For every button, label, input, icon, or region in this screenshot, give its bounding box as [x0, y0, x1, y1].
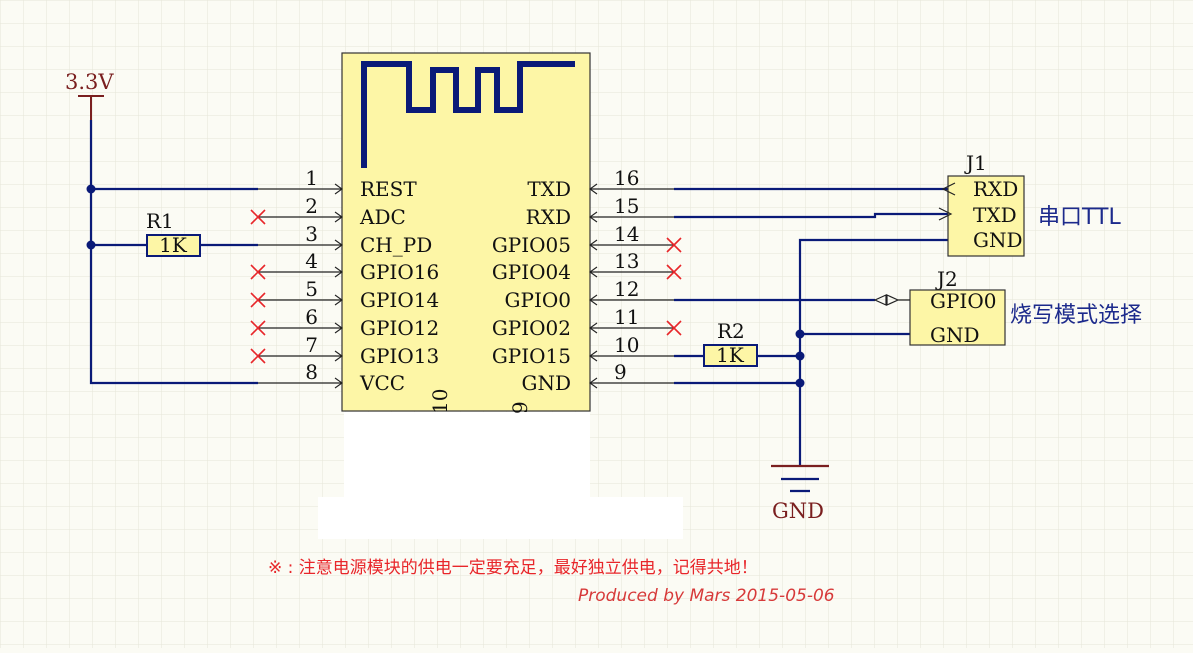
pin-arrow-gpio05: [589, 239, 598, 251]
no-connect-mark: [250, 264, 266, 280]
r1-ref: R1: [146, 209, 174, 233]
no-connect-mark: [666, 264, 682, 280]
pin-number-15: 15: [614, 194, 639, 218]
pin-number-3: 3: [305, 222, 318, 246]
j1-caption: 串口TTL: [1038, 205, 1121, 230]
pin-arrow-gpio04: [589, 266, 598, 278]
junction-gnd: [795, 378, 805, 388]
pin-arrow-gpio14: [334, 294, 343, 306]
pin-label-gpio02: GPIO02: [492, 316, 571, 340]
pin-label-gpio15: GPIO15: [492, 344, 571, 368]
pin-label-rxd: RXD: [526, 205, 571, 229]
credit-line: Produced by Mars 2015-05-06: [578, 586, 835, 606]
junction-rest: [86, 184, 96, 194]
no-connect-mark: [250, 292, 266, 308]
pin-arrow-adc: [334, 211, 343, 223]
pin-label-vcc: VCC: [359, 371, 405, 395]
j1-pin-gnd: GND: [973, 228, 1023, 252]
pin-label-adc: ADC: [359, 205, 406, 229]
pin-number-9: 9: [614, 360, 627, 384]
r2-value: 1K: [716, 343, 745, 367]
pin-number-10: 10: [614, 333, 639, 357]
pin-arrow-gpio15: [589, 350, 598, 362]
left-pin-group: 1 REST 2 ADC 3 CH_PD 4 GPIO16 5 GPIO14 6 GPIO12 7 GPI…: [250, 166, 439, 395]
pin-arrow-gpio13: [334, 350, 343, 362]
pin-number-11: 11: [614, 305, 639, 329]
pin-number-8: 8: [305, 360, 318, 384]
gnd-label: GND: [772, 499, 824, 523]
j1-body: [947, 175, 1025, 257]
pin-number-16: 16: [614, 166, 639, 190]
pin-label-ch-pd: CH_PD: [360, 233, 432, 257]
r1-body: [146, 234, 201, 257]
pin-label-rest: REST: [360, 177, 417, 201]
junction-r1: [86, 240, 96, 250]
pin-arrow-gnd: [589, 377, 598, 389]
pin-arrow-gpio0: [589, 294, 598, 306]
j2-pin-gpio0: GPIO0: [930, 289, 996, 313]
pin-number-2: 2: [305, 194, 318, 218]
j1-arrow-txd: [938, 207, 953, 221]
j1-arrow-rxd: [941, 182, 956, 196]
pin-label-gnd: GND: [521, 371, 571, 395]
no-connect-mark: [250, 320, 266, 336]
pin-arrow-gpio02: [589, 322, 598, 334]
pin-label-gpio04: GPIO04: [492, 260, 571, 284]
pin-number-14: 14: [614, 222, 639, 246]
pin-label-gpio0: GPIO0: [505, 288, 571, 312]
pin-arrow-rest: [334, 183, 343, 195]
j2-body: [909, 289, 1006, 346]
j1-ref: J1: [964, 151, 987, 175]
no-connect-mark: [250, 209, 266, 225]
pin-label-txd: TXD: [527, 177, 571, 201]
pin-arrow-rxd: [589, 211, 598, 223]
pin-arrow-gpio16: [334, 266, 343, 278]
junction-r2: [795, 351, 805, 361]
pin-arrow-vcc: [334, 377, 343, 389]
r2-ref: R2: [717, 319, 745, 343]
pin-label-gpio05: GPIO05: [492, 233, 571, 257]
pin-number-6: 6: [305, 305, 318, 329]
no-connect-mark: [666, 320, 682, 336]
wire-3v3-rail: [89, 120, 258, 385]
no-connect-mark: [666, 237, 682, 253]
pin-arrow-gpio12: [334, 322, 343, 334]
pin-label-gpio13: GPIO13: [360, 344, 439, 368]
pin-number-7: 7: [305, 333, 318, 357]
power-label-3v3: 3.3V: [65, 70, 114, 94]
pin-label-gpio12: GPIO12: [360, 316, 439, 340]
pin-number-12: 12: [614, 277, 639, 301]
wire-rxd: [674, 212, 948, 219]
j2-pin-gnd: GND: [930, 323, 980, 347]
module-lower-area: [344, 412, 590, 498]
j1-pin-txd: TXD: [973, 203, 1017, 227]
no-connect-mark: [250, 348, 266, 364]
j1-pin-rxd: RXD: [973, 177, 1018, 201]
r2-body: [703, 344, 758, 367]
pin-arrow-ch-pd: [334, 239, 343, 251]
r1-value: 1K: [159, 233, 188, 257]
pin-label-gpio14: GPIO14: [360, 288, 439, 312]
j2-caption: 烧写模式选择: [1010, 303, 1142, 328]
pin-number-5: 5: [305, 277, 318, 301]
module-lower-strip: [318, 497, 683, 539]
bottom-pin-num-9: 9: [508, 401, 532, 414]
bottom-pin-num-10: 10: [428, 389, 452, 414]
pin-label-gpio16: GPIO16: [360, 260, 439, 284]
pin-number-1: 1: [305, 166, 318, 190]
pin-arrow-txd: [589, 183, 598, 195]
pin-number-13: 13: [614, 249, 639, 273]
wire-j1-gnd: [798, 238, 948, 466]
pin-number-4: 4: [305, 249, 318, 273]
right-pin-group: 16 TXD 15 RXD 14 GPIO05 13 GPIO04 12 GPIO0 11 GPIO0…: [492, 166, 682, 395]
j2-arrow-gpio0: [873, 294, 910, 306]
power-note: ※ : 注意电源模块的供电一定要充足，最好独立供电，记得共地！: [268, 558, 758, 578]
junction-j2-gnd: [795, 329, 805, 339]
j2-ref: J2: [935, 267, 958, 291]
antenna-trace: [361, 61, 575, 168]
